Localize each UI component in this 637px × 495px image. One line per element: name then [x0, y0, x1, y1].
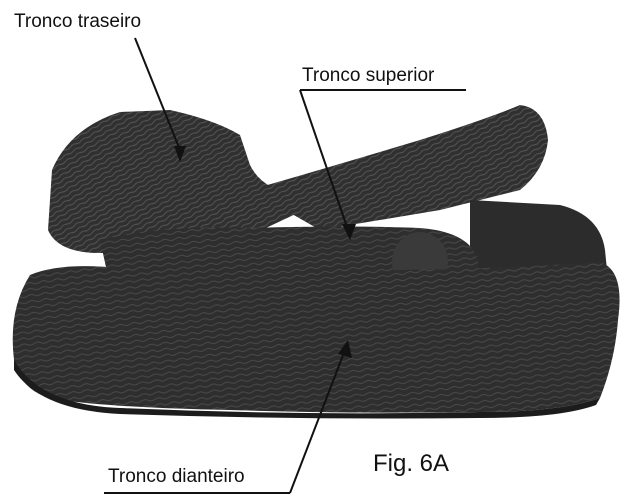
front-log — [13, 262, 620, 413]
top-log-label: Tronco superior — [302, 66, 434, 85]
front-log-label: Tronco dianteiro — [108, 467, 245, 486]
figure-caption: Fig. 6A — [373, 452, 449, 476]
back-log-label: Tronco traseiro — [14, 12, 141, 31]
